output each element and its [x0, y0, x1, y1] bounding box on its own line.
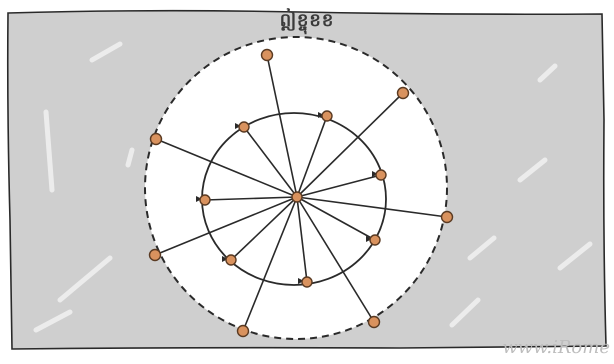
watermark: www.iRome: [502, 337, 610, 358]
outer-node-3: [151, 134, 162, 145]
diagram-title: ឦខ្ចុខខ: [0, 8, 614, 35]
inner-node-3: [376, 170, 386, 180]
outer-node-7: [238, 326, 249, 337]
inner-node-6: [226, 255, 236, 265]
outer-node-1: [262, 50, 273, 61]
inner-node-2: [322, 111, 332, 121]
inner-node-4: [200, 195, 210, 205]
outer-circle-fill: [145, 37, 447, 339]
inner-node-5: [370, 235, 380, 245]
outer-node-6: [369, 317, 380, 328]
center-node: [292, 192, 302, 202]
inner-node-7: [302, 277, 312, 287]
outer-node-5: [150, 250, 161, 261]
inner-node-1: [239, 122, 249, 132]
outer-node-4: [442, 212, 453, 223]
outer-node-2: [398, 88, 409, 99]
